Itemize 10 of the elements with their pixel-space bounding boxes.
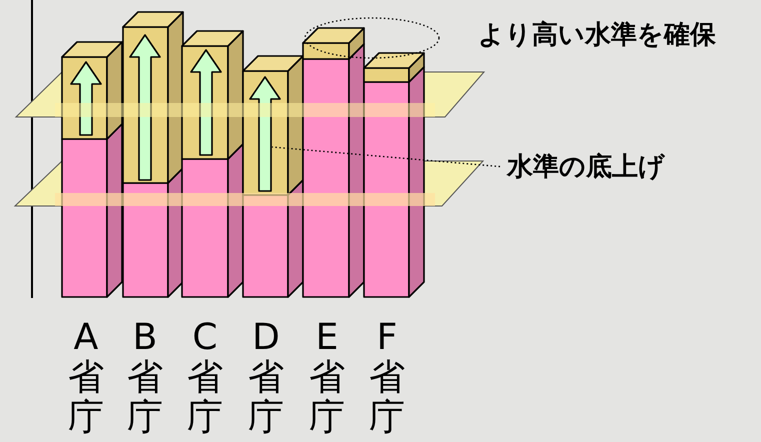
column-label: A省庁 [67,318,105,438]
column-label: B省庁 [126,318,164,438]
column-label: D省庁 [247,318,285,438]
callout-text: より高い水準を確保 [478,20,716,50]
column-label: E省庁 [308,318,346,438]
leader-line [272,146,500,168]
up-arrow [249,76,281,192]
callout-text: 水準の底上げ [507,152,665,182]
column-label: C省庁 [186,318,224,438]
column-label: F省庁 [368,318,406,438]
